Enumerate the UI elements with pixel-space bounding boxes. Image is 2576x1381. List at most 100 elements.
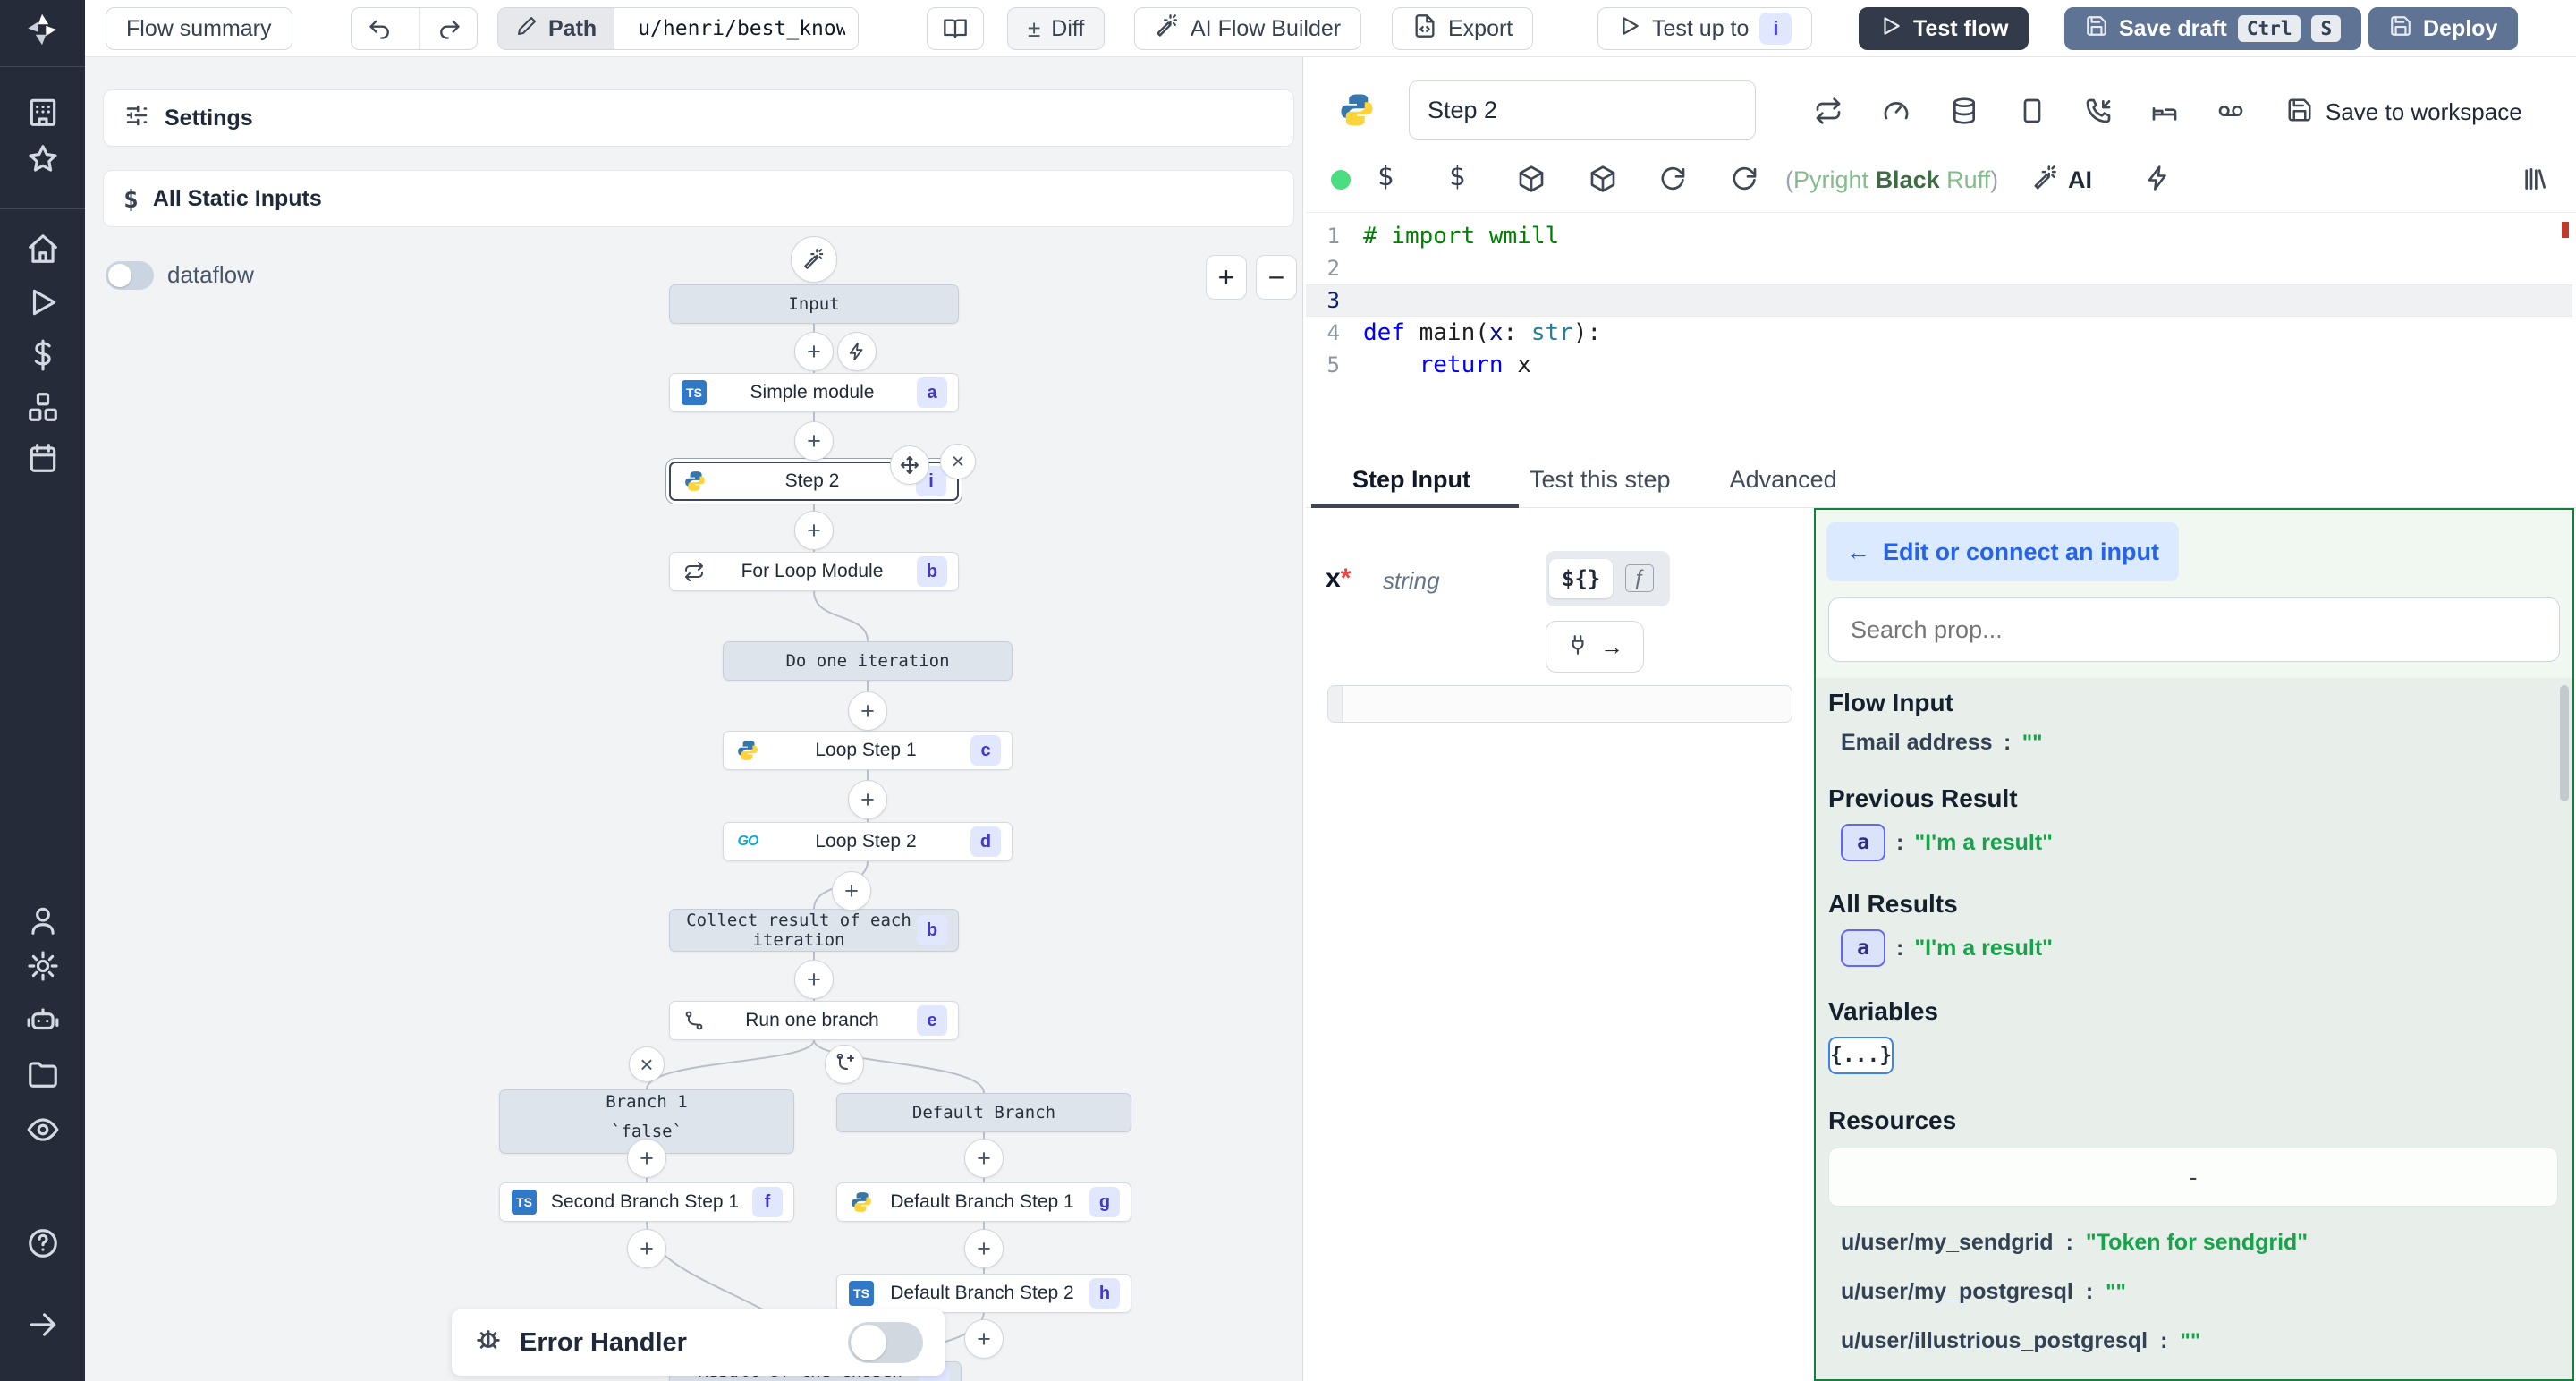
save-to-workspace-button[interactable]: Save to workspace (2326, 98, 2522, 125)
cache-database-icon[interactable] (1939, 86, 1989, 136)
step-id-chip[interactable]: a (1841, 824, 1885, 861)
deploy-button[interactable]: Deploy (2368, 7, 2519, 50)
node-do-one-iteration[interactable]: Do one iteration (723, 641, 1013, 681)
scrollbar-thumb[interactable] (2560, 685, 2569, 801)
sidebar-item-resources[interactable] (26, 390, 60, 424)
arg-value-input[interactable] (1327, 685, 1792, 723)
add-step-button[interactable]: + (848, 780, 887, 819)
sidebar-item-folders[interactable] (26, 1056, 60, 1090)
node-simple-module[interactable]: TS Simple module a (669, 373, 959, 412)
function-mode-button[interactable]: ƒ (1613, 561, 1665, 597)
sidebar-item-users[interactable] (26, 903, 60, 937)
zoom-in-button[interactable]: + (1206, 255, 1247, 300)
retries-icon[interactable] (1803, 86, 1853, 136)
add-step-button[interactable]: + (794, 511, 834, 550)
expr-mode-button[interactable]: ${} (1549, 559, 1614, 598)
node-branch-1[interactable]: Branch 1 `false` (499, 1089, 794, 1154)
tab-step-input[interactable]: Step Input (1352, 465, 1470, 493)
undo-icon[interactable] (352, 8, 409, 49)
resource-row[interactable]: u/user/my_postgresql : "" (1841, 1279, 2126, 1304)
prop-row-previous-result[interactable]: a : "I'm a result" (1828, 824, 2560, 861)
move-node-button[interactable] (890, 445, 929, 485)
code-editor[interactable]: 1# import wmill 2 3 4 def main(x: str): … (1306, 212, 2576, 447)
sidebar-item-home[interactable] (26, 232, 60, 266)
sidebar-item-workers[interactable] (26, 1003, 60, 1037)
sidebar-item-help[interactable] (26, 1226, 60, 1260)
add-step-button[interactable]: + (964, 1139, 1004, 1178)
tab-advanced[interactable]: Advanced (1729, 465, 1837, 493)
sidebar-item-favorites[interactable] (26, 142, 60, 176)
add-branch-button[interactable] (825, 1045, 864, 1084)
format-icon[interactable] (1730, 165, 1758, 198)
path-input[interactable] (625, 8, 859, 49)
docs-book-icon[interactable] (927, 7, 984, 50)
flow-canvas[interactable]: Settings $ All Static Inputs dataflow + … (85, 57, 1303, 1381)
save-draft-button[interactable]: Save draft Ctrl S (2064, 7, 2362, 50)
export-button[interactable]: Export (1392, 7, 1534, 50)
variables-dollar-icon[interactable]: $ (1449, 161, 1466, 192)
sleep-bed-icon[interactable] (2140, 86, 2190, 136)
trigger-bolt-button[interactable] (837, 332, 877, 371)
resource-row[interactable]: u/user/demo_postgres : "" (1828, 1377, 2560, 1379)
library-icon[interactable] (2521, 165, 2549, 198)
sidebar-item-settings[interactable] (26, 949, 60, 983)
diff-button[interactable]: ±Diff (1007, 7, 1106, 50)
path-label-segment[interactable]: Path (498, 8, 615, 49)
sidebar-item-audit-logs[interactable] (26, 1113, 60, 1147)
error-handler-toggle[interactable] (848, 1322, 923, 1363)
add-step-button[interactable]: + (832, 871, 871, 911)
node-run-one-branch[interactable]: Run one branch e (669, 1001, 959, 1040)
ai-wand-circle-button[interactable] (791, 236, 837, 283)
add-step-button[interactable]: + (627, 1139, 666, 1178)
suspend-phone-icon[interactable] (2073, 86, 2123, 136)
sidebar-item-variables[interactable] (26, 338, 60, 372)
error-handler-card[interactable]: Error Handler (452, 1309, 945, 1376)
bolt-icon[interactable] (2145, 165, 2172, 196)
settings-card[interactable]: Settings (103, 89, 1294, 147)
remove-branch-button[interactable]: × (629, 1046, 665, 1082)
package-icon[interactable] (1517, 165, 1546, 198)
all-static-inputs-card[interactable]: $ All Static Inputs (103, 170, 1294, 227)
sidebar-expand-icon[interactable] (26, 1308, 60, 1342)
delete-node-button[interactable]: × (940, 444, 976, 479)
node-default-branch-step-2[interactable]: TS Default Branch Step 2 h (836, 1274, 1131, 1313)
step-name-input[interactable] (1409, 80, 1756, 140)
variables-chip[interactable]: {...} (1828, 1037, 1894, 1074)
step-id-chip[interactable]: a (1841, 929, 1885, 967)
ai-wand-icon[interactable] (2032, 165, 2059, 196)
node-default-branch[interactable]: Default Branch (836, 1093, 1131, 1132)
resource-select[interactable]: - (1828, 1148, 2558, 1207)
back-to-edit-button[interactable]: ← Edit or connect an input (1826, 522, 2179, 581)
reload-icon[interactable] (1658, 165, 1687, 198)
add-step-button[interactable]: + (794, 421, 834, 461)
resource-row[interactable]: u/user/illustrious_postgresql : "" (1841, 1328, 2201, 1353)
test-flow-button[interactable]: Test flow (1859, 7, 2029, 50)
add-step-button[interactable]: + (794, 332, 834, 371)
node-loop-step-2[interactable]: GO Loop Step 2 d (723, 822, 1013, 861)
flow-summary-button[interactable]: Flow summary (106, 7, 292, 50)
node-for-loop-module[interactable]: For Loop Module b (669, 552, 959, 591)
add-step-button[interactable]: + (964, 1229, 1004, 1268)
mock-icon[interactable] (2007, 86, 2057, 136)
zoom-out-button[interactable]: − (1256, 255, 1297, 300)
add-step-button[interactable]: + (627, 1229, 666, 1268)
ai-flow-builder-button[interactable]: AI Flow Builder (1134, 7, 1362, 50)
node-input[interactable]: Input (669, 284, 959, 324)
dataflow-toggle[interactable] (106, 261, 154, 290)
node-default-branch-step-1[interactable]: Default Branch Step 1 g (836, 1182, 1131, 1222)
test-up-to-button[interactable]: Test up to i (1597, 7, 1813, 50)
prop-row-variables[interactable]: {...} (1828, 1037, 2560, 1074)
package-icon[interactable] (1589, 165, 1617, 198)
node-collect-result[interactable]: Collect result of each iteration b (669, 909, 959, 952)
add-step-button[interactable]: + (794, 960, 834, 999)
add-step-button[interactable]: + (964, 1319, 1004, 1359)
redo-icon[interactable] (419, 8, 477, 49)
connect-input-button[interactable]: → (1546, 621, 1644, 673)
windmill-logo-icon[interactable] (21, 9, 63, 50)
sidebar-item-schedules[interactable] (26, 441, 60, 475)
prop-row-email[interactable]: Email address : "" (1841, 730, 2043, 755)
tab-test-this-step[interactable]: Test this step (1529, 465, 1671, 493)
node-loop-step-1[interactable]: Loop Step 1 c (723, 731, 1013, 770)
search-prop-input[interactable] (1828, 597, 2560, 662)
early-stop-gauge-icon[interactable] (1871, 86, 1921, 136)
